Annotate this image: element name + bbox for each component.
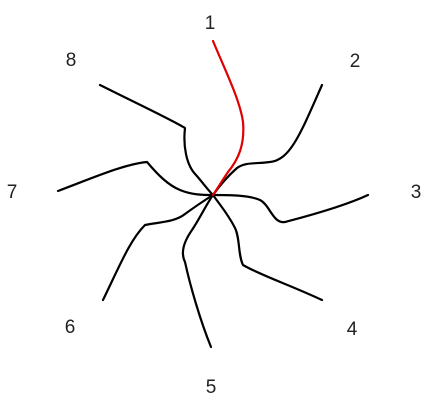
strand-label-8: 8: [66, 50, 77, 71]
strand-label-2: 2: [350, 51, 361, 72]
strand-paths: [58, 41, 368, 347]
strand-8-path: [100, 85, 213, 195]
strand-5-path: [183, 195, 213, 347]
strand-label-5: 5: [206, 377, 217, 398]
strand-2-path: [213, 85, 322, 195]
strand-3-path: [213, 195, 368, 222]
strand-labels: 1 2 3 4 5 6 7 8: [7, 13, 422, 398]
strand-label-4: 4: [347, 319, 358, 340]
strand-1-path: [213, 41, 243, 195]
strand-label-7: 7: [7, 182, 18, 203]
strand-6-path: [103, 195, 213, 300]
strand-label-6: 6: [65, 317, 76, 338]
strand-label-3: 3: [411, 182, 422, 203]
strand-4-path: [213, 195, 322, 300]
strand-label-1: 1: [205, 13, 216, 34]
